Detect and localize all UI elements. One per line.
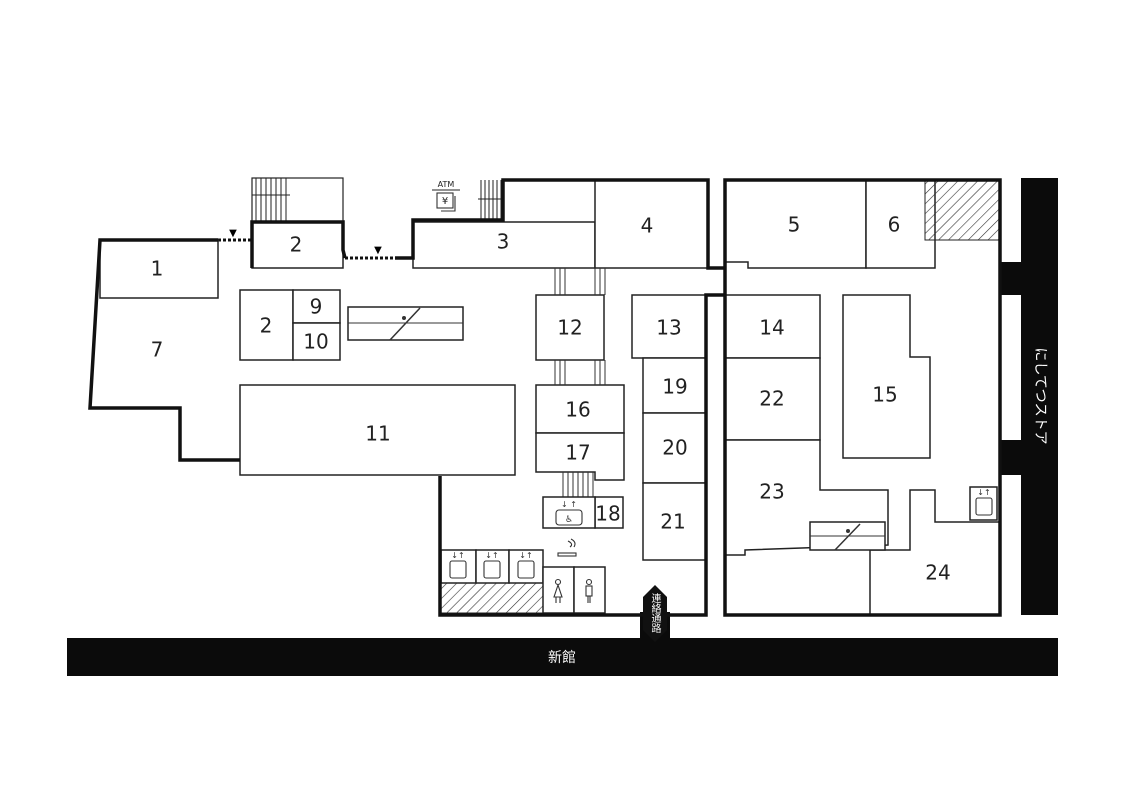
room-9[interactable] [292,289,341,324]
room-label: 3 [497,230,510,254]
room-19[interactable] [642,357,707,414]
room-label: 19 [662,375,687,399]
nishitetsu-store-label: にしてつストア [1032,347,1048,444]
smoking-area-icon [557,538,577,557]
store-connector [1000,440,1022,475]
shinkan-label: 新館 [548,649,576,666]
room-label: 24 [925,561,950,585]
room-label: 2 [260,314,273,338]
svg-text:↓↑: ↓↑ [485,551,498,560]
svg-text:ATM: ATM [438,180,455,189]
stairs-icon [478,180,503,220]
womens-toilet-icon [542,566,575,614]
entrance-marker-icon: ▼ [374,245,382,256]
svg-text:¥: ¥ [442,196,448,207]
entrance-marker-icon: ▼ [229,228,237,239]
connecting-passage-sign: 連絡通路 [643,585,667,642]
room-21[interactable] [642,482,707,561]
room-22[interactable] [724,357,821,441]
room-label: 4 [641,214,654,238]
room-1[interactable] [99,239,219,299]
atm-icon: ATM ¥ [432,180,460,212]
room-15[interactable] [842,294,931,459]
store-connector [1000,262,1022,295]
room-label: 20 [662,436,687,460]
room-label: 6 [888,213,901,237]
room-14[interactable] [724,294,821,359]
accessible-toilet-icon: ↓ ↑ ♿ [542,496,596,529]
room-label: 2 [290,233,303,257]
room-label: 21 [660,510,685,534]
shinkan-building-band [67,638,1058,676]
escalator-icon [347,306,464,341]
room-12[interactable] [535,294,605,361]
svg-text:↓↑: ↓↑ [977,488,990,497]
room-6[interactable] [865,179,936,269]
restricted-area [924,179,1001,241]
elevator-icon: ↓↑ [969,486,998,521]
room-13[interactable] [631,294,707,359]
room-2-lower[interactable] [239,289,294,361]
svg-text:♿: ♿ [565,515,573,525]
svg-text:連絡通路: 連絡通路 [649,592,661,634]
room-label: 18 [595,502,620,526]
room-17[interactable] [535,432,625,481]
mens-toilet-icon [573,566,606,614]
room-label: 11 [365,422,390,446]
walkway [554,268,606,385]
svg-text:↓↑: ↓↑ [519,551,532,560]
room-label: 23 [759,480,784,504]
room-11[interactable] [239,384,516,476]
elevator-icon: ↓↑ [508,549,544,584]
svg-text:↓ ↑: ↓ ↑ [561,500,577,509]
elevator-icon: ↓↑ [475,549,510,584]
room-label: 7 [151,338,164,362]
room-label: 16 [565,398,590,422]
room-18[interactable] [594,496,624,529]
room-label: 22 [759,387,784,411]
restricted-area [440,582,544,614]
stairs-icon [251,177,344,223]
room-label: 14 [759,316,784,340]
svg-text:↓↑: ↓↑ [451,551,464,560]
room-label: 17 [565,441,590,465]
room-label: 13 [656,316,681,340]
room-label: 9 [310,295,323,319]
room-label: 12 [557,316,582,340]
room-label: 5 [788,213,801,237]
room-10[interactable] [292,322,341,361]
escalator-icon [809,521,886,551]
nishitetsu-store-band [1021,178,1058,615]
room-label: 10 [303,330,328,354]
room-label: 1 [151,257,164,281]
elevator-icon: ↓↑ [440,549,477,584]
stairs-icon [562,472,594,497]
room-label: 15 [872,383,897,407]
